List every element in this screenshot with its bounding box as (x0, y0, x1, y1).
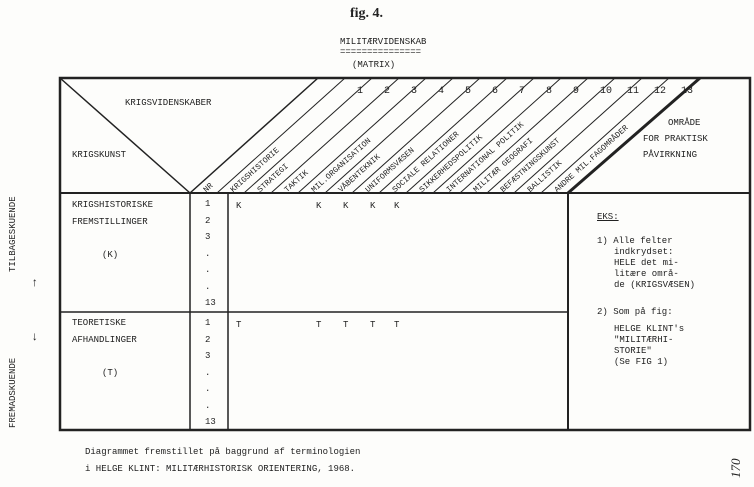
subheading: (MATRIX) (352, 60, 396, 70)
column-number: 2 (384, 86, 391, 97)
row-number: 3 (205, 351, 211, 361)
diagonal-divider (378, 77, 508, 194)
note-1-line: 1) Alle felter (597, 236, 673, 246)
row-number: . (205, 384, 211, 394)
note-2-line: STORIE" (614, 346, 652, 356)
heading-underline: =============== (340, 47, 422, 57)
column-number: 9 (573, 86, 580, 97)
notes-title: EKS: (597, 212, 619, 222)
column-number: 5 (465, 86, 472, 97)
row-number: . (205, 400, 211, 411)
row-number: 3 (205, 232, 211, 242)
note-2-line: (Se FIG 1) (614, 357, 669, 367)
diagonal-divider (351, 77, 481, 194)
column-number: 8 (546, 86, 553, 97)
row-number: . (205, 367, 211, 378)
header-bottom-left: KRIGSKUNST (72, 150, 127, 160)
matrix-mark: K (236, 201, 242, 211)
column-number: 12 (654, 86, 667, 97)
arrow-up-icon: ↑ (31, 276, 39, 290)
arrow-down-icon: ↓ (31, 330, 39, 344)
matrix-mark: K (343, 201, 349, 211)
note-2-line: HELGE KLINT's (614, 324, 685, 334)
note-1-line: indkrydset: (614, 247, 674, 257)
row2-label-1: TEORETISKE (72, 318, 127, 328)
diagonal-divider (459, 77, 589, 194)
column-number: 6 (492, 86, 499, 97)
page-number: 170 (728, 458, 743, 479)
diagonal-divider (513, 77, 643, 194)
side-label-up: TILBAGESKUENDE (8, 196, 18, 272)
row-number: . (205, 265, 211, 275)
matrix-mark: K (394, 201, 400, 211)
column-number: 4 (438, 86, 445, 97)
matrix-mark: T (370, 320, 376, 330)
heading: MILITÆRVIDENSKAB (340, 37, 427, 47)
note-2-line: "MILITÆRHI- (614, 335, 674, 345)
diagonal-divider (540, 77, 670, 194)
note-1-line: HELE det mi- (614, 258, 679, 268)
row1-label-1: KRIGSHISTORISKE (72, 200, 154, 210)
diagonal-divider (297, 77, 427, 194)
column-number: 13 (681, 86, 694, 97)
column-number: 7 (519, 86, 526, 97)
caption-line-2: i HELGE KLINT: MILITÆRHISTORISK ORIENTER… (85, 464, 356, 474)
row-number: 13 (205, 417, 216, 427)
matrix-mark: K (370, 201, 376, 211)
row-number: . (205, 281, 211, 292)
diagonal-divider (405, 77, 535, 194)
matrix-mark: T (394, 320, 400, 330)
row2-label-2: AFHANDLINGER (72, 335, 137, 345)
right-title-3: PÅVIRKNING (643, 150, 698, 160)
diagonal-divider (432, 77, 562, 194)
header-top-left: KRIGSVIDENSKABER (125, 98, 212, 108)
diagonal-divider (189, 77, 319, 194)
row-number: 2 (205, 334, 211, 345)
matrix-mark: T (343, 320, 349, 330)
row-number: 13 (205, 298, 216, 308)
side-label-down: FREMADSKUENDE (8, 357, 18, 428)
diagonal-divider (324, 77, 454, 194)
matrix-mark: T (236, 320, 242, 330)
row-number: 1 (205, 318, 211, 328)
caption-line-1: Diagrammet fremstillet på baggrund af te… (85, 447, 361, 457)
column-number: 3 (411, 86, 418, 97)
matrix-mark: K (316, 201, 322, 211)
diagonal-divider (270, 77, 400, 194)
diagonal-divider (216, 77, 346, 194)
diagonal-divider (486, 77, 616, 194)
column-number: 1 (357, 86, 364, 97)
row1-code: (K) (102, 250, 119, 260)
row-number: 1 (205, 199, 211, 209)
diagonal-divider (243, 77, 373, 194)
matrix-mark: T (316, 320, 322, 330)
right-title-1: OMRÅDE (668, 118, 701, 128)
row2-code: (T) (102, 368, 119, 378)
column-number: 10 (600, 86, 613, 97)
row-number: 2 (205, 215, 211, 226)
note-1-line: litære områ- (614, 269, 679, 279)
figure-title: fig. 4. (350, 6, 384, 21)
right-title-2: FOR PRAKTISK (643, 134, 708, 144)
note-1-line: de (KRIGSVÆSEN) (614, 280, 696, 290)
note-2-line: 2) Som på fig: (597, 307, 673, 317)
column-number: 11 (627, 86, 640, 97)
row-number: . (205, 248, 211, 259)
row1-label-2: FREMSTILLINGER (72, 217, 148, 227)
